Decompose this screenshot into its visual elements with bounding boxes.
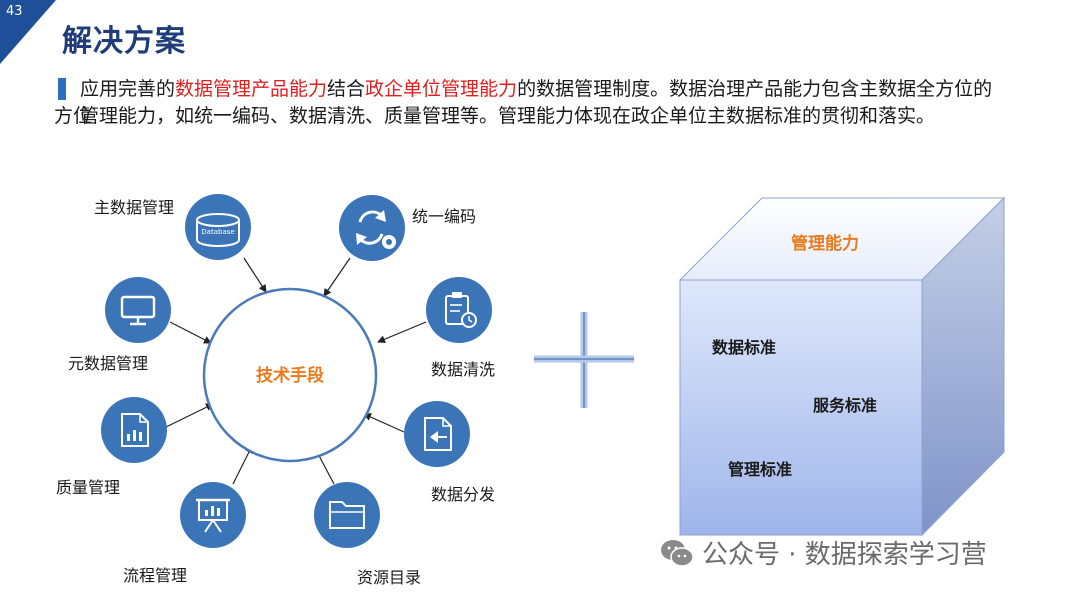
watermark: 公众号 · 数据探索学习营	[660, 534, 987, 571]
arrow-unified-coding	[323, 257, 351, 297]
cube-item-mgmt-standard: 管理标准	[728, 460, 792, 479]
cube-title: 管理能力	[791, 233, 859, 254]
page-number: 43	[6, 4, 23, 19]
arrow-data-distribution	[363, 413, 405, 433]
cube-front-face	[679, 279, 923, 536]
folder-icon	[329, 501, 365, 529]
refresh-gear-icon	[356, 210, 396, 249]
desc-highlight-product: 数据管理产品能力	[175, 78, 328, 100]
node-data-distribution	[404, 401, 470, 467]
center-label: 技术手段	[256, 365, 324, 386]
presentation-board-icon	[196, 498, 230, 533]
node-resource-catalog	[314, 482, 380, 548]
desc-highlight-org: 政企单位管理能力	[365, 78, 518, 100]
label-metadata-mgmt: 元数据管理	[68, 354, 148, 373]
node-data-cleansing	[426, 277, 492, 343]
node-master-data: Database	[185, 194, 251, 260]
description-text: 应用完善的数据管理产品能力结合政企单位管理能力的数据管理制度。数据治理产品能力包…	[54, 76, 1010, 130]
desc-overlap-label: 方位	[54, 105, 93, 127]
arrow-data-cleansing	[377, 321, 427, 343]
document-chart-icon	[121, 413, 149, 447]
arrow-metadata-mgmt	[169, 321, 212, 344]
database-icon-text: Database	[201, 228, 234, 236]
node-quality-mgmt	[101, 397, 167, 463]
slide-title: 解决方案	[62, 24, 186, 59]
clipboard-clock-icon	[445, 292, 477, 328]
cube-item-data-standard: 数据标准	[712, 338, 776, 357]
label-resource-catalog: 资源目录	[357, 568, 421, 587]
arrow-process-mgmt	[232, 445, 253, 485]
node-metadata-mgmt	[105, 277, 171, 343]
label-process-mgmt: 流程管理	[123, 566, 187, 585]
label-quality-mgmt: 质量管理	[56, 478, 120, 497]
node-unified-coding	[339, 195, 405, 261]
management-cube: 管理能力 数据标准 服务标准 管理标准	[678, 196, 1006, 537]
bullet-marker	[58, 78, 66, 100]
node-process-mgmt	[180, 482, 246, 548]
label-data-cleansing: 数据清洗	[431, 360, 495, 379]
desc-seg-3: 结合	[327, 78, 366, 100]
cube-item-service-standard: 服务标准	[813, 396, 877, 415]
center-circle	[202, 287, 378, 463]
plus-icon	[534, 312, 634, 408]
label-data-distribution: 数据分发	[431, 485, 495, 504]
arrow-master-data	[243, 257, 267, 293]
watermark-text: 公众号 · 数据探索学习营	[702, 540, 987, 570]
arrow-quality-mgmt	[163, 403, 214, 429]
desc-seg-5: 的数据管理制度。数据治理产品能力包含主数据全方位的管理能力，如统一编码、数据清洗…	[80, 78, 993, 127]
corner-triangle	[0, 0, 56, 64]
monitor-icon	[120, 295, 156, 326]
database-icon: Database	[196, 213, 240, 247]
desc-seg-1: 应用完善的	[80, 78, 176, 100]
label-unified-coding: 统一编码	[412, 207, 476, 226]
label-master-data: 主数据管理	[94, 198, 174, 217]
document-share-icon	[424, 417, 452, 451]
wechat-icon	[661, 539, 694, 567]
